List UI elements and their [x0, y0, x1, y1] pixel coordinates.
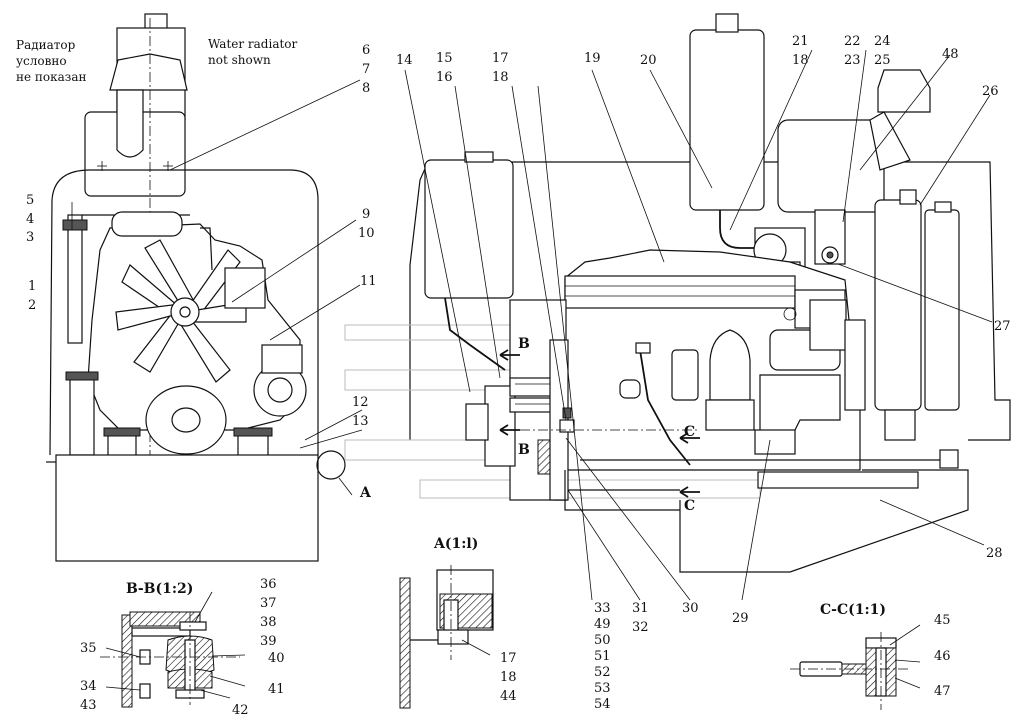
section-cc-detail	[790, 632, 910, 710]
leader-lines	[71, 49, 993, 699]
air-intake-cap	[877, 69, 931, 113]
callout-38: 38	[260, 615, 277, 630]
hood-outline	[49, 169, 319, 456]
callout-5: 5	[26, 193, 34, 208]
callout-37: 37	[260, 596, 277, 611]
callout-49: 49	[594, 617, 611, 632]
callout-35: 35	[80, 641, 97, 656]
view-marker-b-top: B	[518, 336, 530, 352]
callout-45: 45	[934, 613, 951, 628]
callout-43: 43	[80, 698, 97, 713]
front-frame	[55, 454, 319, 562]
side-air-cleaner	[777, 119, 885, 213]
callout-3: 3	[26, 230, 34, 245]
note-radiator-ru-line2: условно	[16, 54, 67, 68]
callout-33: 33	[594, 601, 611, 616]
callout-36: 36	[260, 577, 277, 592]
callout-22: 22	[844, 34, 861, 49]
callout-12: 12	[352, 395, 369, 410]
callout-28: 28	[986, 546, 1003, 561]
note-radiator-en-line2: not shown	[208, 53, 271, 67]
callout-46: 46	[934, 649, 951, 664]
note-radiator-ru-line1: Радиатор	[16, 38, 76, 52]
detail-a-circle	[316, 450, 346, 480]
section-a-title: A(1:l)	[433, 536, 478, 552]
callout-50: 50	[594, 633, 611, 648]
callout-1: 1	[28, 279, 36, 294]
side-hood-outline	[409, 161, 1011, 441]
radiator-housing	[874, 199, 922, 411]
callout-18-detail: 18	[500, 670, 517, 685]
cylinder-head	[564, 275, 796, 309]
callout-26: 26	[982, 84, 999, 99]
callout-29: 29	[732, 611, 749, 626]
section-bb-detail	[100, 611, 240, 708]
section-cc-title: С-С(1:1)	[820, 602, 886, 618]
muffler	[689, 29, 765, 211]
note-radiator-ru-line3: не показан	[16, 70, 87, 84]
callout-51: 51	[594, 649, 611, 664]
precleaner-cap	[109, 53, 188, 91]
callout-18: 18	[492, 70, 509, 85]
callout-53: 53	[594, 681, 611, 696]
callout-17-detail: 17	[500, 651, 517, 666]
side-bracket	[67, 214, 83, 344]
air-intake-pipe	[116, 89, 144, 158]
side-frame	[679, 469, 969, 573]
callout-32: 32	[632, 620, 649, 635]
callout-24: 24	[874, 34, 891, 49]
callout-27: 27	[994, 319, 1011, 334]
oil-pan	[757, 471, 919, 489]
callout-10: 10	[358, 226, 375, 241]
callout-21: 21	[792, 34, 809, 49]
callout-11: 11	[360, 274, 377, 289]
callout-48: 48	[942, 47, 959, 62]
callout-40: 40	[268, 651, 285, 666]
callout-9: 9	[362, 207, 370, 222]
callout-18b: 18	[792, 53, 809, 68]
callout-8: 8	[362, 81, 370, 96]
callout-42: 42	[232, 703, 249, 718]
callout-7: 7	[362, 62, 370, 77]
callout-54: 54	[594, 697, 611, 712]
fuel-filter	[671, 349, 699, 401]
callout-17: 17	[492, 51, 509, 66]
radiator-core	[924, 209, 960, 411]
callout-23: 23	[844, 53, 861, 68]
view-marker-c-bottom: C	[684, 498, 695, 514]
callout-4: 4	[26, 212, 34, 227]
callout-numbers: 1 2 3 4 5 6 7 8 9 10 11 12 13 14 15 16 1…	[26, 34, 1011, 718]
callout-15: 15	[436, 51, 453, 66]
view-marker-b-bottom: B	[518, 442, 530, 458]
callout-2: 2	[28, 298, 36, 313]
callout-13: 13	[352, 414, 369, 429]
oil-filter	[709, 329, 751, 401]
alternator-bracket	[224, 267, 266, 309]
callout-31: 31	[632, 601, 649, 616]
callout-30: 30	[682, 601, 699, 616]
callout-44: 44	[500, 689, 517, 704]
side-view	[344, 13, 1011, 573]
callout-47: 47	[934, 684, 951, 699]
callout-19: 19	[584, 51, 601, 66]
callout-41: 41	[268, 682, 285, 697]
callout-20: 20	[640, 53, 657, 68]
callout-52: 52	[594, 665, 611, 680]
note-radiator-en-line1: Water radiator	[208, 37, 298, 51]
detail-a	[399, 565, 494, 709]
view-marker-a: A	[359, 485, 372, 501]
section-bb-title: В-В(1:2)	[126, 581, 193, 597]
callout-34: 34	[80, 679, 97, 694]
view-marker-c-top: C	[684, 424, 695, 440]
expansion-tank	[424, 159, 514, 299]
callout-39: 39	[260, 634, 277, 649]
callout-25: 25	[874, 53, 891, 68]
callout-6: 6	[362, 43, 370, 58]
callout-14: 14	[396, 53, 413, 68]
callout-16: 16	[436, 70, 453, 85]
front-view	[46, 13, 353, 562]
